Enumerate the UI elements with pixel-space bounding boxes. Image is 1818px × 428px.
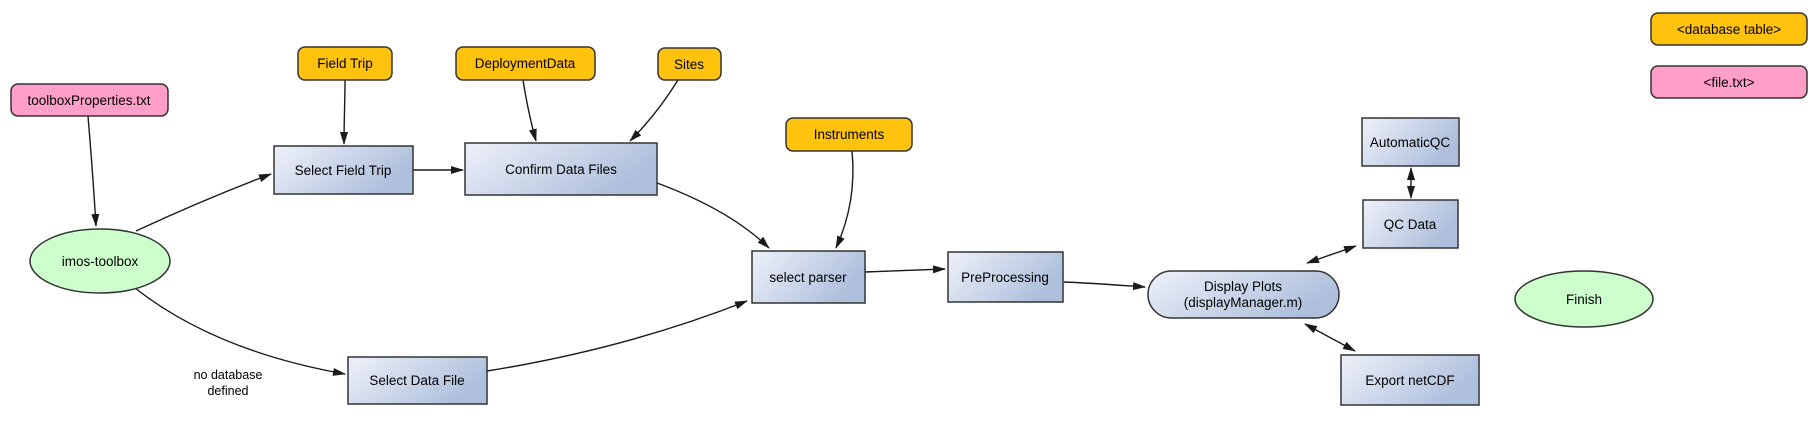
edge-preprocessing-to-display-plots	[1063, 281, 1146, 291]
edge-display-plots-to-qc-data	[1306, 245, 1357, 264]
toolbox-properties-label: toolboxProperties.txt	[27, 93, 150, 108]
node-toolbox-properties: toolboxProperties.txt	[10, 83, 169, 117]
sites-shape	[657, 47, 722, 81]
edge-select-data-file-to-select-parser	[486, 300, 748, 372]
edge-deployment-data-to-confirm-data-files	[522, 79, 537, 142]
select-field-trip-shape	[273, 145, 414, 195]
qc-data-shape	[1362, 199, 1459, 249]
legend-database-table: <database table>	[1650, 12, 1808, 46]
node-sites: Sites	[657, 47, 722, 81]
legend-file-txt-shape	[1650, 65, 1808, 99]
imos-toolbox-label: imos-toolbox	[62, 254, 139, 269]
node-field-trip: Field Trip	[297, 46, 393, 81]
node-select-data-file: Select Data File	[347, 356, 488, 405]
qc-data-label: QC Data	[1384, 217, 1437, 232]
select-parser-label: select parser	[769, 270, 847, 285]
deployment-data-shape	[455, 46, 596, 81]
display-plots-shape	[1147, 270, 1340, 319]
node-finish: Finish	[1514, 270, 1654, 328]
legend: <database table> <file.txt>	[1650, 12, 1808, 99]
automatic-qc-label: AutomaticQC	[1370, 135, 1451, 150]
node-instruments: Instruments	[785, 117, 913, 152]
select-data-file-shape	[347, 356, 488, 405]
edge-select-parser-to-preprocessing	[864, 265, 946, 274]
edge-field-trip-to-select-field-trip	[340, 79, 349, 145]
export-netcdf-label: Export netCDF	[1365, 373, 1454, 388]
export-netcdf-shape	[1340, 354, 1480, 406]
node-export-netcdf: Export netCDF	[1340, 354, 1480, 406]
edge-imos-toolbox-to-select-field-trip	[135, 173, 272, 232]
edge-display-plots-to-export-netcdf	[1304, 323, 1356, 352]
toolbox-properties-shape	[10, 83, 169, 117]
legend-file-txt: <file.txt>	[1650, 65, 1808, 99]
edges-layer	[87, 79, 1415, 376]
automatic-qc-shape	[1361, 117, 1460, 167]
node-display-plots: Display Plots (displayManager.m)	[1147, 270, 1340, 319]
edge-label-no-database-defined: no database defined	[194, 368, 263, 398]
node-deployment-data: DeploymentData	[455, 46, 596, 81]
deployment-data-label: DeploymentData	[475, 56, 576, 71]
select-parser-shape	[751, 250, 866, 304]
confirm-data-files-shape	[464, 142, 658, 196]
node-confirm-data-files: Confirm Data Files	[464, 142, 658, 196]
select-field-trip-label: Select Field Trip	[295, 163, 392, 178]
confirm-data-files-label: Confirm Data Files	[505, 162, 617, 177]
legend-database-table-label: <database table>	[1677, 22, 1781, 37]
display-plots-label-line2: (displayManager.m)	[1184, 295, 1303, 310]
node-preprocessing: PreProcessing	[947, 251, 1064, 303]
node-qc-data: QC Data	[1362, 199, 1459, 249]
finish-shape	[1514, 270, 1654, 328]
edge-instruments-to-select-parser	[835, 150, 854, 249]
node-select-parser: select parser	[751, 250, 866, 304]
node-imos-toolbox: imos-toolbox	[29, 228, 171, 294]
node-automatic-qc: AutomaticQC	[1361, 117, 1460, 167]
edge-label-line2: defined	[207, 384, 248, 398]
edge-confirm-data-files-to-select-parser	[656, 182, 770, 249]
edge-label-line1: no database	[194, 368, 263, 382]
display-plots-label-line1: Display Plots	[1204, 279, 1282, 294]
legend-database-table-shape	[1650, 12, 1808, 46]
instruments-shape	[785, 117, 913, 152]
instruments-label: Instruments	[814, 127, 885, 142]
edge-toolbox-properties-to-imos-toolbox	[87, 115, 100, 227]
sites-label: Sites	[674, 57, 704, 72]
finish-label: Finish	[1566, 292, 1602, 307]
field-trip-label: Field Trip	[317, 56, 373, 71]
select-data-file-label: Select Data File	[369, 373, 464, 388]
legend-file-txt-label: <file.txt>	[1703, 75, 1754, 90]
imos-toolbox-shape	[29, 228, 171, 294]
edge-imos-toolbox-to-select-data-file	[134, 287, 346, 376]
preprocessing-label: PreProcessing	[961, 270, 1049, 285]
preprocessing-shape	[947, 251, 1064, 303]
node-select-field-trip: Select Field Trip	[273, 145, 414, 195]
field-trip-shape	[297, 46, 393, 81]
edge-sites-to-confirm-data-files	[629, 79, 679, 142]
